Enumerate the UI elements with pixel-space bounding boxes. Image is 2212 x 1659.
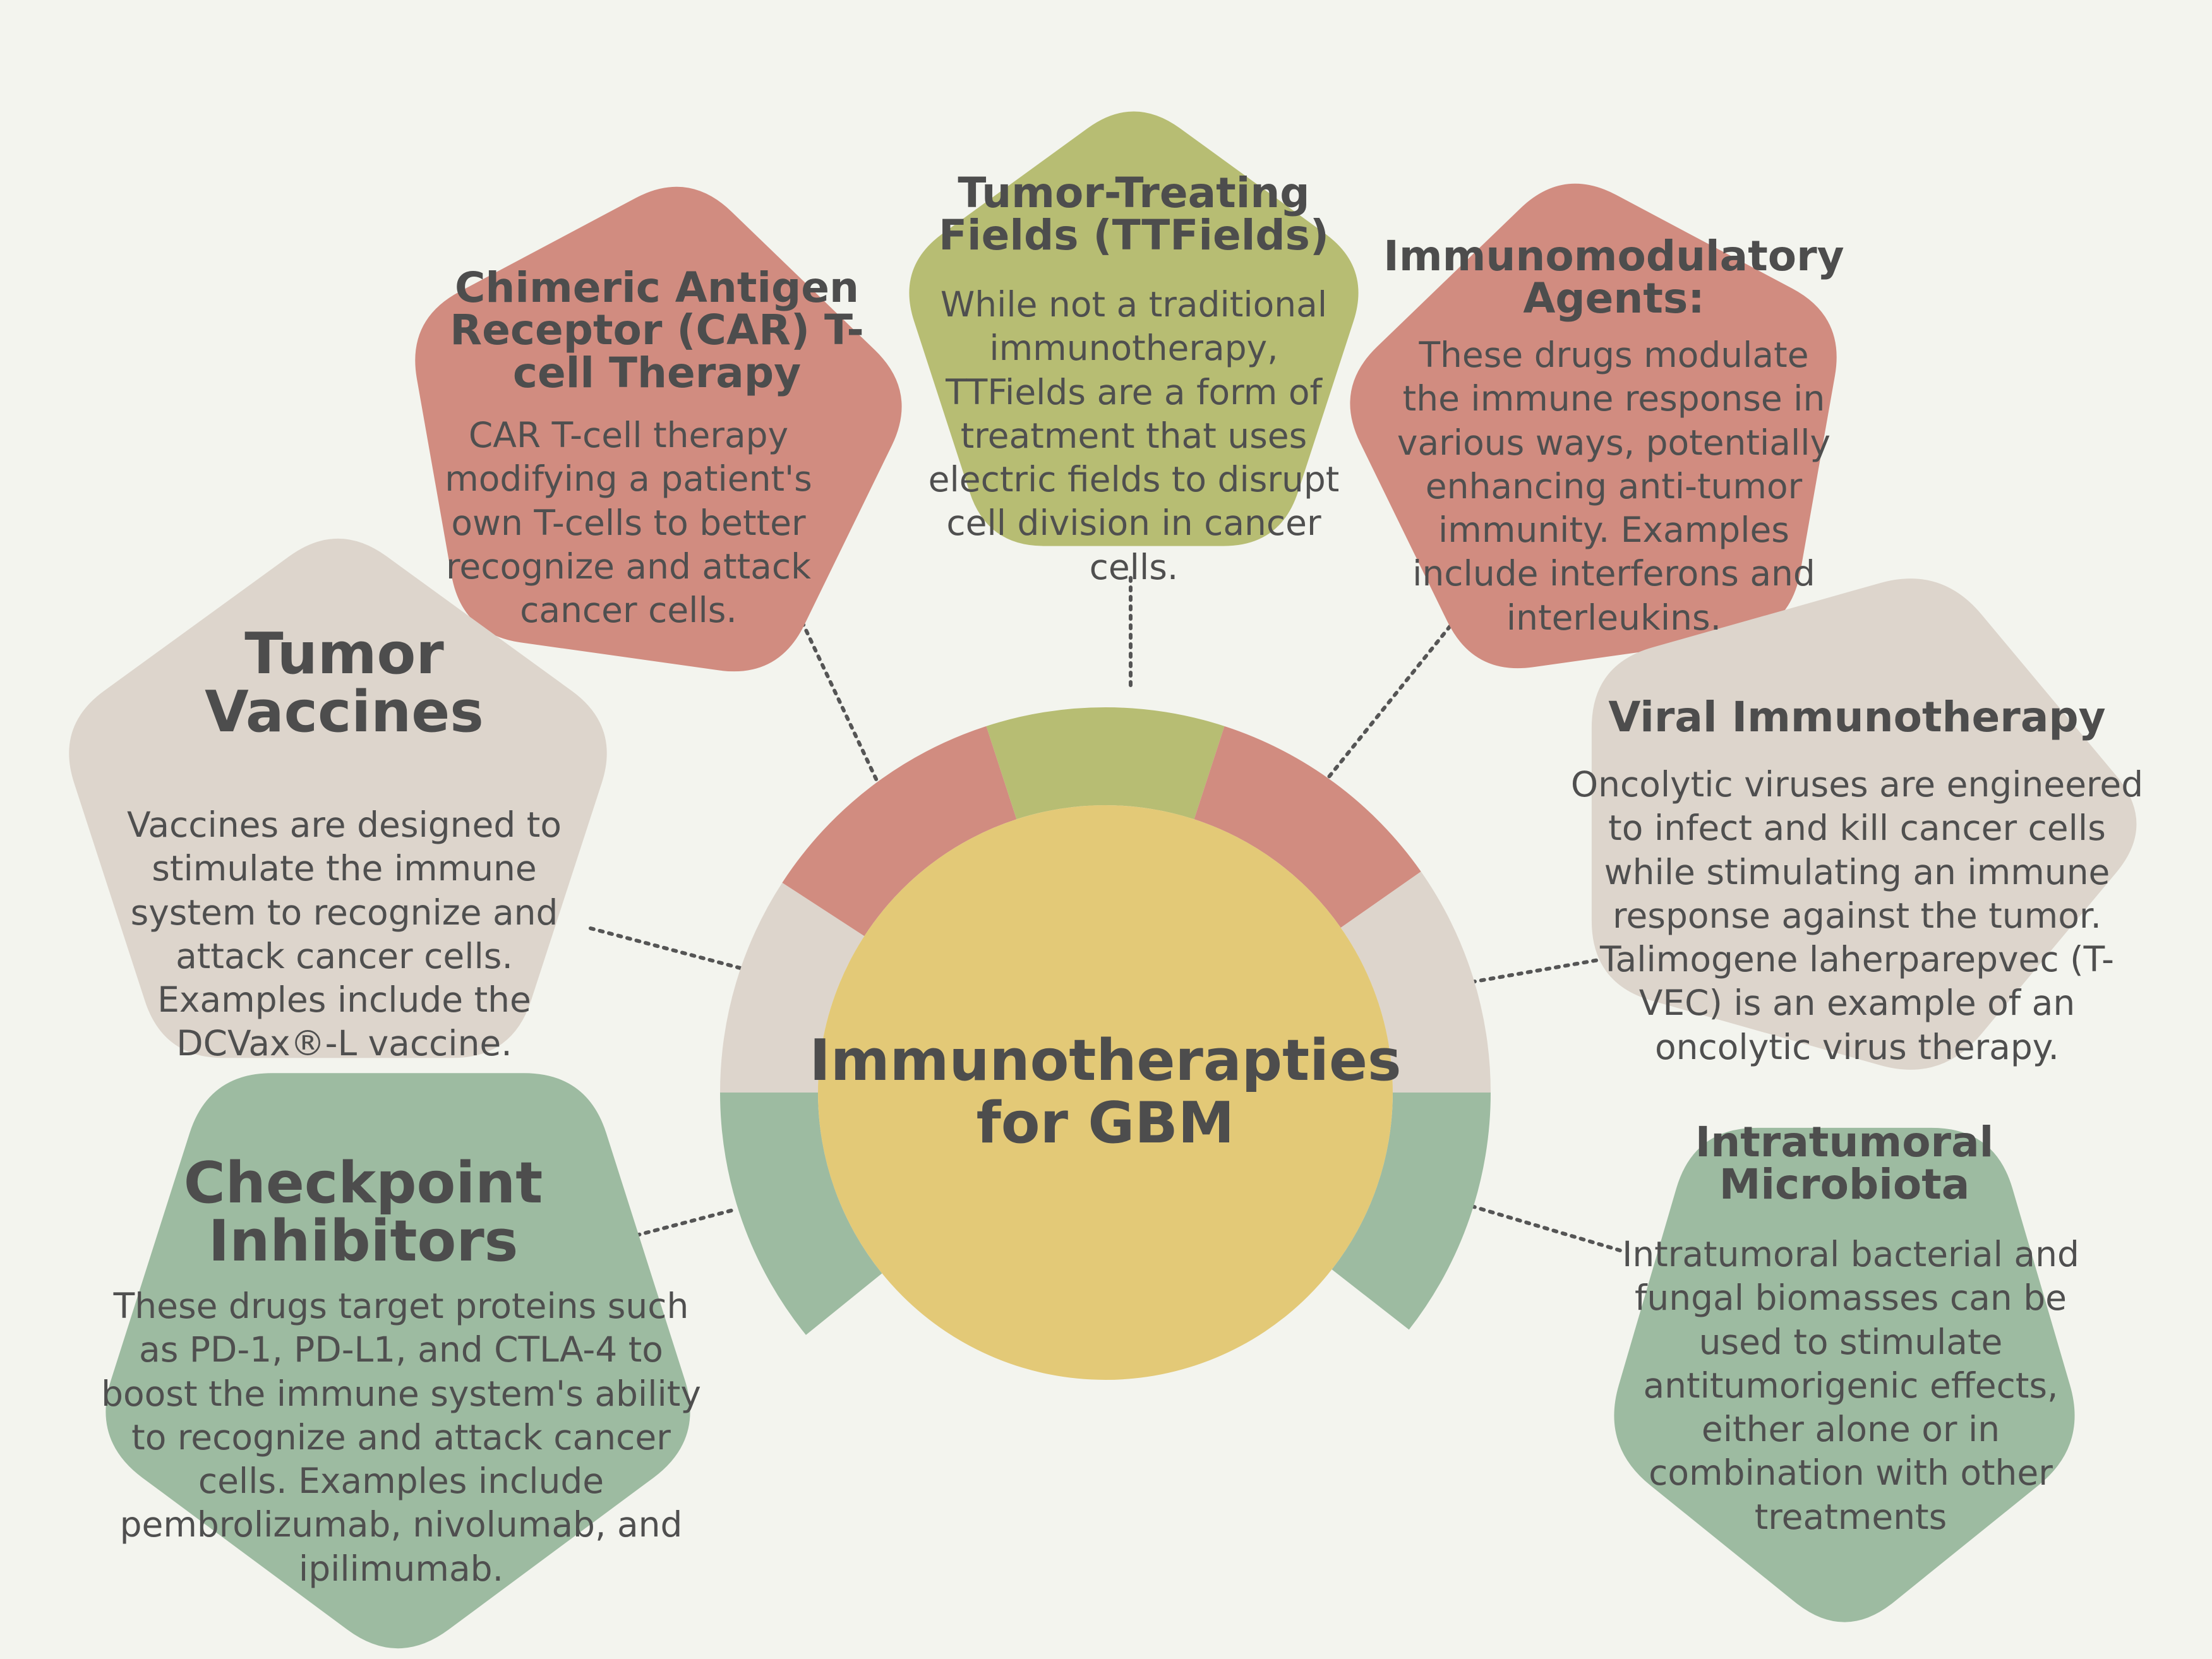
ttfields-body: While not a traditional immunotherapy, T… bbox=[928, 284, 1340, 587]
center-title: Immunotherapties for GBM bbox=[790, 1029, 1421, 1154]
connector-microbiota bbox=[1470, 1204, 1622, 1252]
microbiota-title: Intratumoral Microbiota bbox=[1695, 1118, 1994, 1209]
checkpoint-body: These drugs target proteins such as PD-1… bbox=[101, 1286, 701, 1589]
center-title-line-2: for GBM bbox=[976, 1090, 1235, 1156]
ring-segment-ttfields bbox=[986, 707, 1225, 820]
immunomodulatory-pentagon bbox=[1350, 183, 1837, 669]
checkpoint-title: Checkpoint Inhibitors bbox=[183, 1150, 543, 1274]
car-t-title: Chimeric Antigen Receptor (CAR) T-cell T… bbox=[450, 263, 864, 397]
connector-viral bbox=[1470, 955, 1619, 984]
ring-segment-checkpoint bbox=[720, 1093, 882, 1335]
viral-body: Oncolytic viruses are engineered to infe… bbox=[1570, 764, 2144, 1067]
ring-segment-microbiota bbox=[1331, 1093, 1491, 1330]
car-t-pentagon bbox=[415, 186, 902, 672]
car-t-body: CAR T-cell therapy modifying a patient's… bbox=[445, 415, 812, 631]
ring-segment-vaccines bbox=[720, 882, 865, 1093]
checkpoint-pentagon bbox=[105, 1073, 690, 1649]
center-title-line-1: Immunotherapties bbox=[809, 1027, 1402, 1094]
ring-segment-viral bbox=[1340, 871, 1491, 1093]
center-circle bbox=[818, 805, 1393, 1380]
microbiota-body: Intratumoral bacterial and fungal biomas… bbox=[1622, 1234, 2079, 1537]
viral-title: Viral Immunotherapy bbox=[1608, 693, 2106, 741]
connector-immunomodulatory bbox=[1325, 617, 1458, 782]
immunomodulatory-body: These drugs modulate the immune response… bbox=[1397, 335, 1831, 638]
viral-pentagon bbox=[1591, 578, 2137, 1070]
connector-checkpoint bbox=[589, 1207, 738, 1249]
connector-car-t bbox=[800, 620, 880, 785]
vaccines-body: Vaccines are designed to stimulate the i… bbox=[127, 805, 562, 1064]
ring-segment-car-t bbox=[782, 726, 1017, 937]
ring-segment-immunomodulatory bbox=[1194, 726, 1421, 928]
microbiota-pentagon bbox=[1614, 1127, 2075, 1622]
immunomodulatory-title: Immunomodulatory Agents: bbox=[1383, 232, 1844, 323]
ttfields-title: Tumor-Treating Fields (TTFields) bbox=[938, 169, 1330, 260]
connector-vaccines bbox=[589, 926, 747, 971]
ttfields-pentagon bbox=[909, 111, 1359, 546]
vaccines-title: Tumor Vaccines bbox=[205, 621, 484, 745]
vaccines-pentagon bbox=[69, 538, 607, 1058]
